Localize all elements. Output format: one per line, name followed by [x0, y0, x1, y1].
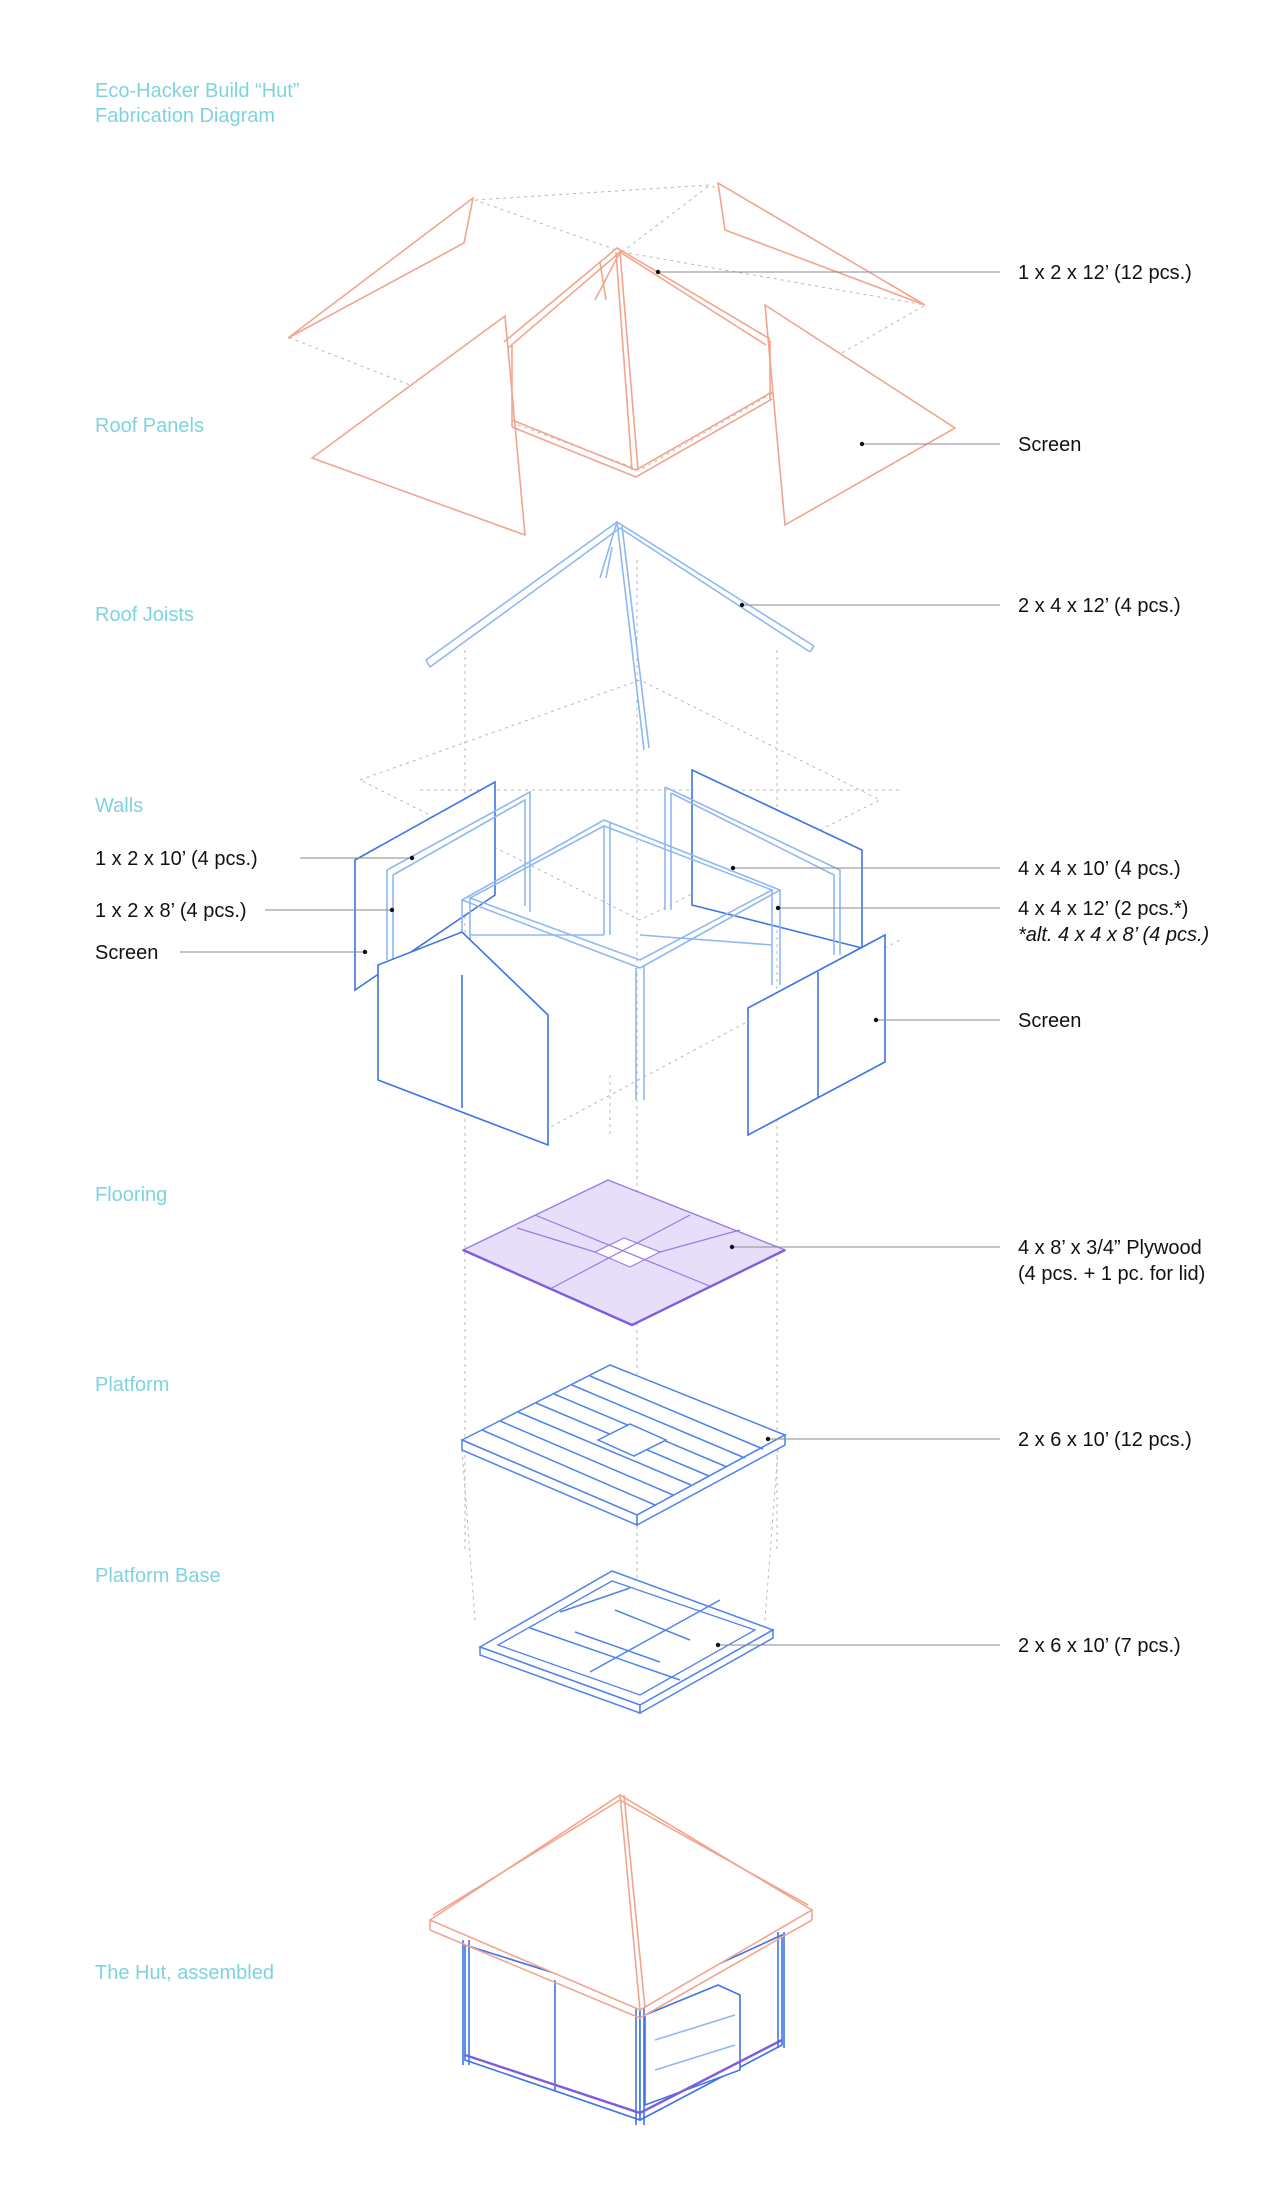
label-hut-assembled: The Hut, assembled — [95, 1962, 274, 1984]
callout-wall-frame-8: 1 x 2 x 8’ (4 pcs.) — [95, 900, 247, 922]
platform-drawing — [460, 1364, 787, 1527]
callout-wall-screen-right: Screen — [1018, 1010, 1081, 1032]
label-roof-joists: Roof Joists — [95, 604, 194, 626]
callout-base-lumber: 2 x 6 x 10’ (7 pcs.) — [1018, 1635, 1181, 1657]
diagram-title-line1: Eco-Hacker Build “Hut” — [95, 80, 300, 102]
diagram-title-line2: Fabrication Diagram — [95, 105, 275, 127]
flooring-drawing — [461, 1179, 787, 1327]
label-flooring: Flooring — [95, 1184, 167, 1206]
callout-roof-joists: 2 x 4 x 12’ (4 pcs.) — [1018, 595, 1181, 617]
label-platform: Platform — [95, 1374, 169, 1396]
callout-posts-alt: *alt. 4 x 4 x 8’ (4 pcs.) — [1018, 924, 1209, 946]
callout-wall-screen-left: Screen — [95, 942, 158, 964]
roof-joists-drawing — [425, 521, 815, 751]
label-platform-base: Platform Base — [95, 1565, 221, 1587]
platform-base-drawing — [478, 1570, 775, 1715]
walls-drawing — [354, 679, 901, 1147]
callout-posts-12: 4 x 4 x 12’ (2 pcs.*) — [1018, 898, 1188, 920]
alignment-guides — [420, 560, 900, 1690]
callout-platform-lumber: 2 x 6 x 10’ (12 pcs.) — [1018, 1429, 1192, 1451]
assembled-hut-drawing — [428, 1794, 814, 2125]
roof-panels-drawing — [287, 181, 957, 537]
callout-roof-frame: 1 x 2 x 12’ (12 pcs.) — [1018, 262, 1192, 284]
callout-leaders — [180, 269, 1000, 1648]
callout-posts-10: 4 x 4 x 10’ (4 pcs.) — [1018, 858, 1181, 880]
label-walls: Walls — [95, 795, 143, 817]
callout-plywood-line2: (4 pcs. + 1 pc. for lid) — [1018, 1263, 1205, 1285]
callout-wall-frame-10: 1 x 2 x 10’ (4 pcs.) — [95, 848, 258, 870]
label-roof-panels: Roof Panels — [95, 415, 204, 437]
callout-roof-screen: Screen — [1018, 434, 1081, 456]
callout-plywood-line1: 4 x 8’ x 3/4” Plywood — [1018, 1237, 1202, 1259]
